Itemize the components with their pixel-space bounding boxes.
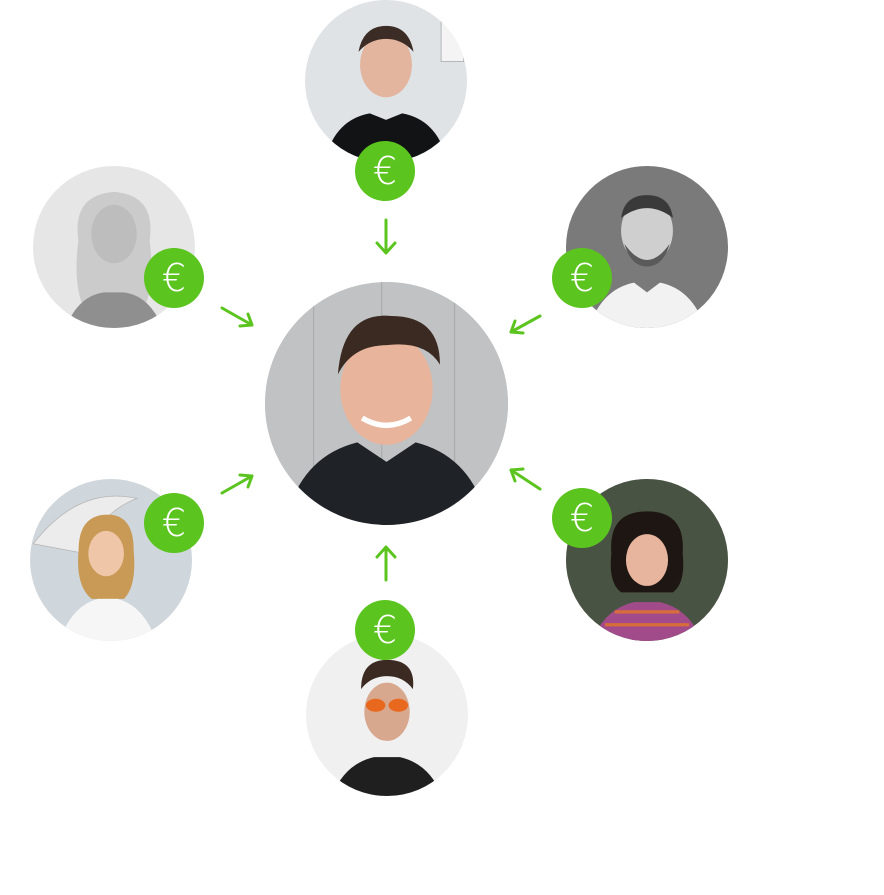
euro-badge-upper-right: € [552, 248, 612, 308]
euro-badge-lower-right: € [552, 488, 612, 548]
euro-badge-bottom: € [355, 600, 415, 660]
arrow-from-bottom [375, 545, 397, 582]
arrow-from-upper-right [509, 314, 542, 335]
arrow-from-lower-right [509, 467, 542, 491]
euro-badge-top: € [355, 141, 415, 201]
contributor-avatar-top [305, 0, 467, 162]
center-avatar [265, 282, 508, 525]
euro-badge-upper-left: € [144, 248, 204, 308]
euro-badge-lower-left: € [144, 493, 204, 553]
arrow-from-upper-left [220, 306, 254, 328]
arrow-from-top [375, 218, 397, 255]
arrow-from-lower-left [220, 473, 254, 495]
contributor-avatar-bottom [306, 634, 468, 796]
